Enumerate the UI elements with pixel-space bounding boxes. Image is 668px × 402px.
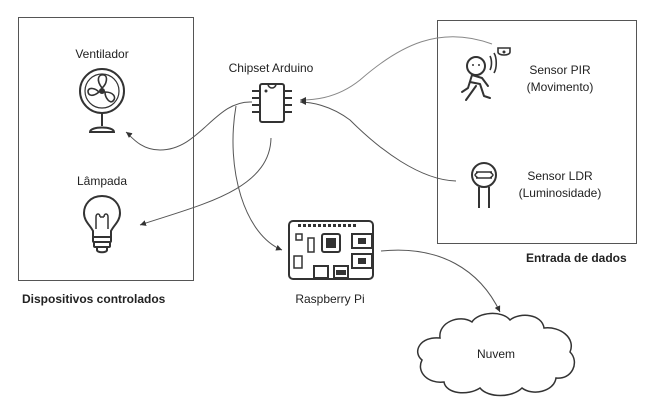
pir-label-line2: (Movimento)	[526, 80, 594, 94]
pir-label-line1: Sensor PIR	[529, 63, 591, 77]
chip-to-fan-connector	[125, 101, 253, 151]
ldr-label-line1: Sensor LDR	[527, 169, 593, 183]
fan-label: Ventilador	[75, 47, 129, 61]
data-input-box	[437, 20, 637, 244]
arduino-chip-icon	[252, 83, 292, 123]
ldr-sensor-icon	[471, 162, 497, 208]
raspberry-to-cloud-connector	[380, 249, 501, 313]
chipset-label: Chipset Arduino	[228, 61, 314, 75]
ldr-to-chip-connector	[299, 99, 457, 182]
data-input-title: Entrada de dados	[526, 251, 627, 265]
raspberry-label: Raspberry Pi	[295, 292, 365, 306]
controlled-devices-title: Dispositivos controlados	[22, 292, 166, 306]
cloud-label: Nuvem	[476, 347, 515, 361]
fan-icon	[79, 68, 125, 133]
chip-to-raspberry-connector	[232, 105, 283, 251]
lightbulb-icon	[82, 194, 122, 254]
lamp-label: Lâmpada	[76, 174, 128, 188]
chip-to-lamp-connector	[139, 137, 272, 226]
cloud-icon	[417, 312, 576, 397]
ldr-label-line2: (Luminosidade)	[518, 186, 602, 200]
pir-to-chip-connector	[299, 36, 493, 103]
motion-sensor-icon	[461, 47, 511, 101]
raspberry-pi-board-icon	[288, 220, 374, 280]
